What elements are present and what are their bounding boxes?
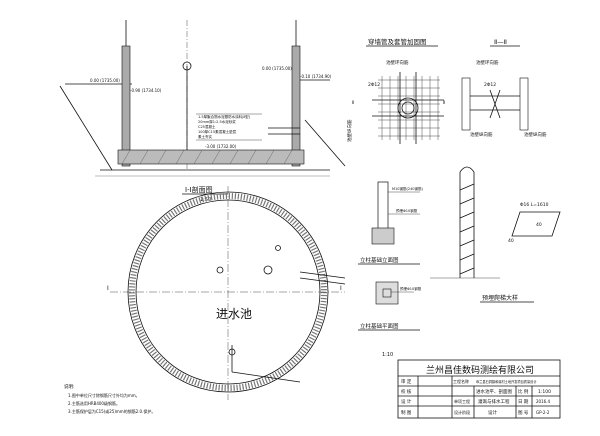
svg-text:2Φ12: 2Φ12 — [368, 82, 380, 88]
elev-mid-left: -0.90 (1734.10) — [130, 88, 162, 93]
svg-text:2.主筋选用HRB400级钢筋。: 2.主筋选用HRB400级钢筋。 — [68, 400, 120, 406]
svg-text:Ⅱ: Ⅱ — [443, 100, 445, 106]
svg-text:Φ16 L=1610: Φ16 L=1610 — [520, 202, 549, 208]
svg-text:灌溉与排水工程: 灌溉与排水工程 — [478, 398, 510, 405]
svg-text:池壁纵向筋: 池壁纵向筋 — [346, 119, 353, 142]
svg-text:Ⅱ: Ⅱ — [352, 100, 354, 106]
section-view: 0.00 (1735.00) 0.00 (1735.00) -0.10 (173… — [59, 20, 346, 203]
elev-bottom: -3.00 (1732.00) — [205, 144, 237, 149]
svg-text:1:100: 1:100 — [538, 389, 551, 395]
svg-text:M10钢筋(240钢筋): M10钢筋(240钢筋) — [392, 186, 424, 191]
svg-text:说明:: 说明: — [64, 383, 75, 390]
svg-text:单项工程: 单项工程 — [454, 398, 470, 404]
section-title: I-I剖面图 — [185, 185, 213, 194]
svg-text:皋兰县石洞镇和谐村土地开发项目质量设计: 皋兰县石洞镇和谐村土地开发项目质量设计 — [476, 379, 537, 384]
svg-text:池壁纵向筋: 池壁纵向筋 — [470, 131, 493, 138]
section-ii: Ⅱ—Ⅱ 池壁环向筋 2Φ12 池壁纵向筋 池壁纵向筋 — [461, 38, 547, 138]
svg-text:C25混凝土: C25混凝土 — [198, 124, 216, 129]
bottom-slab — [117, 149, 305, 165]
left-wall — [121, 45, 131, 167]
svg-text:40: 40 — [536, 222, 542, 228]
svg-text:审 定: 审 定 — [401, 378, 412, 385]
layer-notes: 1.5厚聚合物水泥基防水涂料(Ⅱ型) 20mm厚1:2.5水泥砂浆 C25混凝土… — [196, 113, 262, 141]
svg-text:1.图中单位尺寸除钢筋尺寸外均为mm。: 1.图中单位尺寸除钢筋尺寸外均为mm。 — [68, 392, 140, 398]
section-scale: 1:50 — [200, 197, 211, 203]
svg-text:素土夯实: 素土夯实 — [198, 134, 212, 139]
title-block: 兰州昌佳数码测绘有限公司 审 定 工程名称 皋兰县石洞镇和谐村土地开发项目质量设… — [397, 359, 561, 419]
svg-text:1.5厚聚合物水泥基防水涂料(Ⅱ型): 1.5厚聚合物水泥基防水涂料(Ⅱ型) — [198, 114, 251, 119]
svg-text:工程名称: 工程名称 — [453, 378, 469, 384]
elev-top-right: 0.00 (1735.00) — [262, 66, 292, 71]
column-plan: 预埋Φ10钢筋 立柱基础平面图 — [358, 281, 422, 331]
svg-text:2016.4: 2016.4 — [536, 399, 550, 404]
svg-text:设计阶段: 设计阶段 — [454, 409, 470, 415]
svg-text:进水池平、剖面图: 进水池平、剖面图 — [476, 388, 512, 395]
svg-text:池壁纵向筋: 池壁纵向筋 — [524, 131, 547, 138]
plan-label: 进水池 — [216, 307, 252, 321]
svg-text:设 计: 设 计 — [401, 398, 412, 405]
elev-top-left: 0.00 (1735.00) — [90, 78, 120, 83]
svg-text:日 期: 日 期 — [518, 399, 529, 405]
svg-text:20mm厚1:2.5水泥砂浆: 20mm厚1:2.5水泥砂浆 — [198, 119, 236, 124]
plan-mark-left: I — [107, 285, 109, 292]
svg-text:100厚C15素混凝土垫层: 100厚C15素混凝土垫层 — [198, 129, 237, 134]
svg-text:40: 40 — [508, 238, 514, 244]
company-name: 兰州昌佳数码测绘有限公司 — [426, 364, 534, 376]
svg-text:预埋Φ10钢筋: 预埋Φ10钢筋 — [400, 286, 422, 291]
svg-text:制 图: 制 图 — [401, 409, 412, 416]
pipe-detail: 穿墙管及套管加固图 池壁环向筋 2Φ12 Ⅱ Ⅱ 池壁纵向筋 — [346, 37, 445, 144]
general-notes: 说明: 1.图中单位尺寸除钢筋尺寸外均为mm。 2.主筋选用HRB400级钢筋。… — [64, 383, 155, 414]
svg-text:预埋Φ10钢筋: 预埋Φ10钢筋 — [396, 208, 418, 213]
scale-bottom: 1:10 — [382, 352, 393, 358]
plan-mark-right: I — [340, 285, 342, 292]
svg-text:设计: 设计 — [488, 409, 497, 416]
column-elevation: M10钢筋(240钢筋) 预埋Φ10钢筋 立柱基础立面图 — [358, 181, 424, 265]
column-elev-title: 立柱基础立面图 — [360, 256, 399, 264]
svg-text:池壁环向筋: 池壁环向筋 — [476, 59, 499, 66]
ladder-detail: Φ16 L=1610 40 40 预埋爬梯大样 — [430, 166, 561, 303]
ladder-title: 预埋爬梯大样 — [482, 294, 518, 302]
right-wall — [291, 45, 301, 167]
svg-text:池壁环向筋: 池壁环向筋 — [386, 59, 409, 66]
column-plan-title: 立柱基础平面图 — [360, 322, 399, 330]
svg-text:图 号: 图 号 — [518, 410, 529, 416]
svg-text:3.主筋保护层为C15(或25)mm的钢筋2.0.保护。: 3.主筋保护层为C15(或25)mm的钢筋2.0.保护。 — [68, 408, 155, 414]
svg-text:比 例: 比 例 — [518, 388, 529, 395]
plan-view: I I 进水池 — [107, 186, 346, 400]
elev-right2: -0.10 (1734.90) — [300, 74, 332, 79]
pipe-detail-title: 穿墙管及套管加固图 — [368, 37, 427, 46]
svg-text:GP-2-2: GP-2-2 — [536, 410, 550, 415]
svg-text:校 核: 校 核 — [401, 388, 412, 395]
svg-text:2Φ12: 2Φ12 — [484, 82, 496, 88]
section-ii-title: Ⅱ—Ⅱ — [494, 38, 507, 46]
